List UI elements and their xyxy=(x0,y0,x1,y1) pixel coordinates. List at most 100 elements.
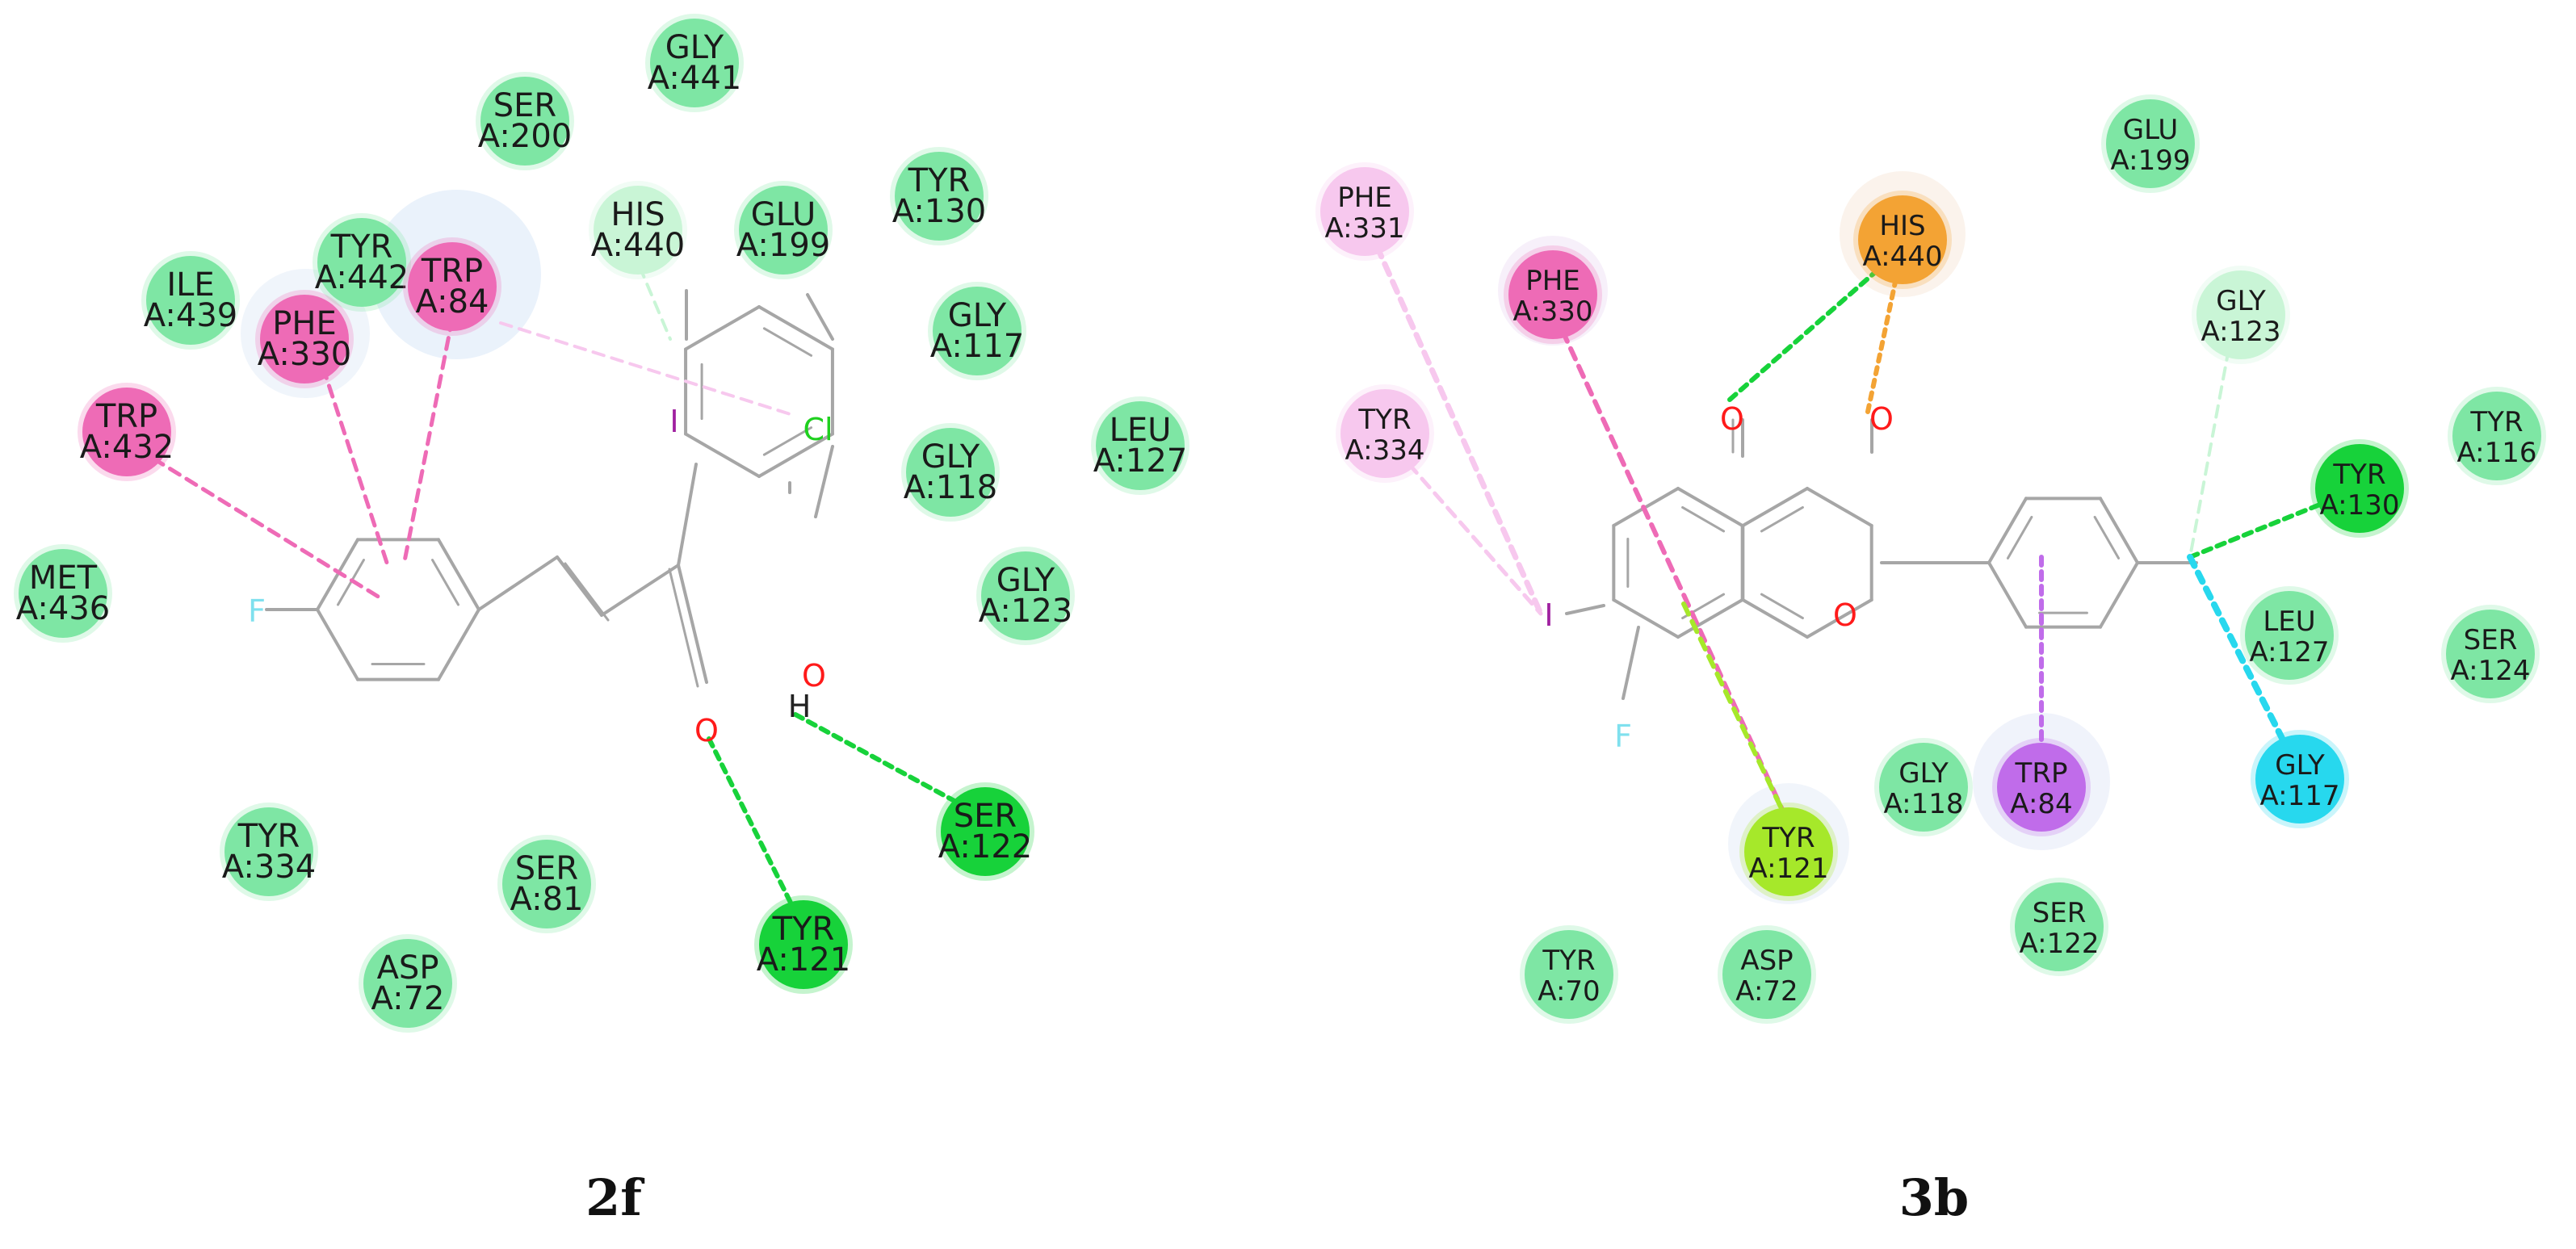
ligand-bond xyxy=(1987,497,2028,564)
atom-h: H xyxy=(788,689,812,724)
atom-i: I xyxy=(669,404,678,439)
residue-number: A:130 xyxy=(892,193,986,230)
atom-o: O xyxy=(1869,401,1894,437)
ligand-bond xyxy=(1741,487,1809,527)
ligand-bond xyxy=(437,538,480,611)
residue-number: A:439 xyxy=(144,297,237,334)
residue-disk xyxy=(1525,930,1613,1019)
interaction-line xyxy=(1865,268,1900,414)
residue-name: GLY xyxy=(996,562,1055,599)
residue-number: A:72 xyxy=(1735,975,1798,1008)
ligand-bond xyxy=(1622,626,1640,700)
atom-f: F xyxy=(1614,719,1632,754)
residue-number: A:127 xyxy=(1093,442,1187,480)
residue-number: A:331 xyxy=(1324,212,1404,245)
residue-name: ILE xyxy=(166,266,214,304)
residue-name: GLY xyxy=(2216,285,2266,317)
ligand-bond xyxy=(1676,598,1744,639)
residue-number: A:122 xyxy=(938,828,1032,865)
residue-number: A:117 xyxy=(2259,780,2339,812)
residue-number: A:334 xyxy=(1345,434,1424,467)
residue-disk xyxy=(2452,392,2541,480)
ligand-bond xyxy=(677,463,698,567)
residue-disk xyxy=(1722,930,1811,1019)
ligand-bond xyxy=(556,555,603,617)
residue-number: A:199 xyxy=(736,227,830,264)
interaction-line xyxy=(2188,347,2230,559)
residue-name: SER xyxy=(515,850,578,887)
interaction-line xyxy=(1681,601,1791,826)
residue-disk xyxy=(933,287,1022,375)
ligand-bond xyxy=(1612,598,1680,639)
panel-label-2f: 2f xyxy=(585,1168,644,1227)
residue-name: SER xyxy=(2033,897,2087,929)
residue-name: TYR xyxy=(2469,406,2523,438)
residue-disk xyxy=(739,186,828,275)
interaction-line xyxy=(793,712,984,818)
residue-number: A:117 xyxy=(930,328,1024,365)
residue-name: TYR xyxy=(772,911,835,948)
residue-disk xyxy=(1997,743,2086,832)
atom-o: O xyxy=(694,713,719,748)
interaction-line xyxy=(1374,243,1544,617)
residue-name: HIS xyxy=(610,196,665,233)
interaction-line xyxy=(2188,497,2336,560)
residue-number: A:200 xyxy=(478,118,572,155)
atom-o: O xyxy=(1833,597,1857,633)
residue-name: LEU xyxy=(2263,606,2315,638)
residue-number: A:199 xyxy=(2110,145,2190,177)
residue-layer: GLYA:441SERA:200TYRA:130HISA:440GLUA:199… xyxy=(14,14,2546,1033)
residue-name: TRP xyxy=(2015,757,2068,790)
residue-disk xyxy=(759,900,848,989)
residue-number: A:440 xyxy=(1862,241,1942,273)
panel-label-3b: 3b xyxy=(1899,1168,1970,1227)
ligand-bond xyxy=(1806,487,1873,527)
interaction-line xyxy=(638,265,672,341)
residue-number: A:116 xyxy=(2456,437,2536,469)
ligand-bond xyxy=(684,305,761,351)
residue-name: TYR xyxy=(237,818,300,855)
residue-name: LEU xyxy=(1110,412,1172,449)
residue-disk xyxy=(895,152,984,241)
interaction-line xyxy=(321,365,390,568)
